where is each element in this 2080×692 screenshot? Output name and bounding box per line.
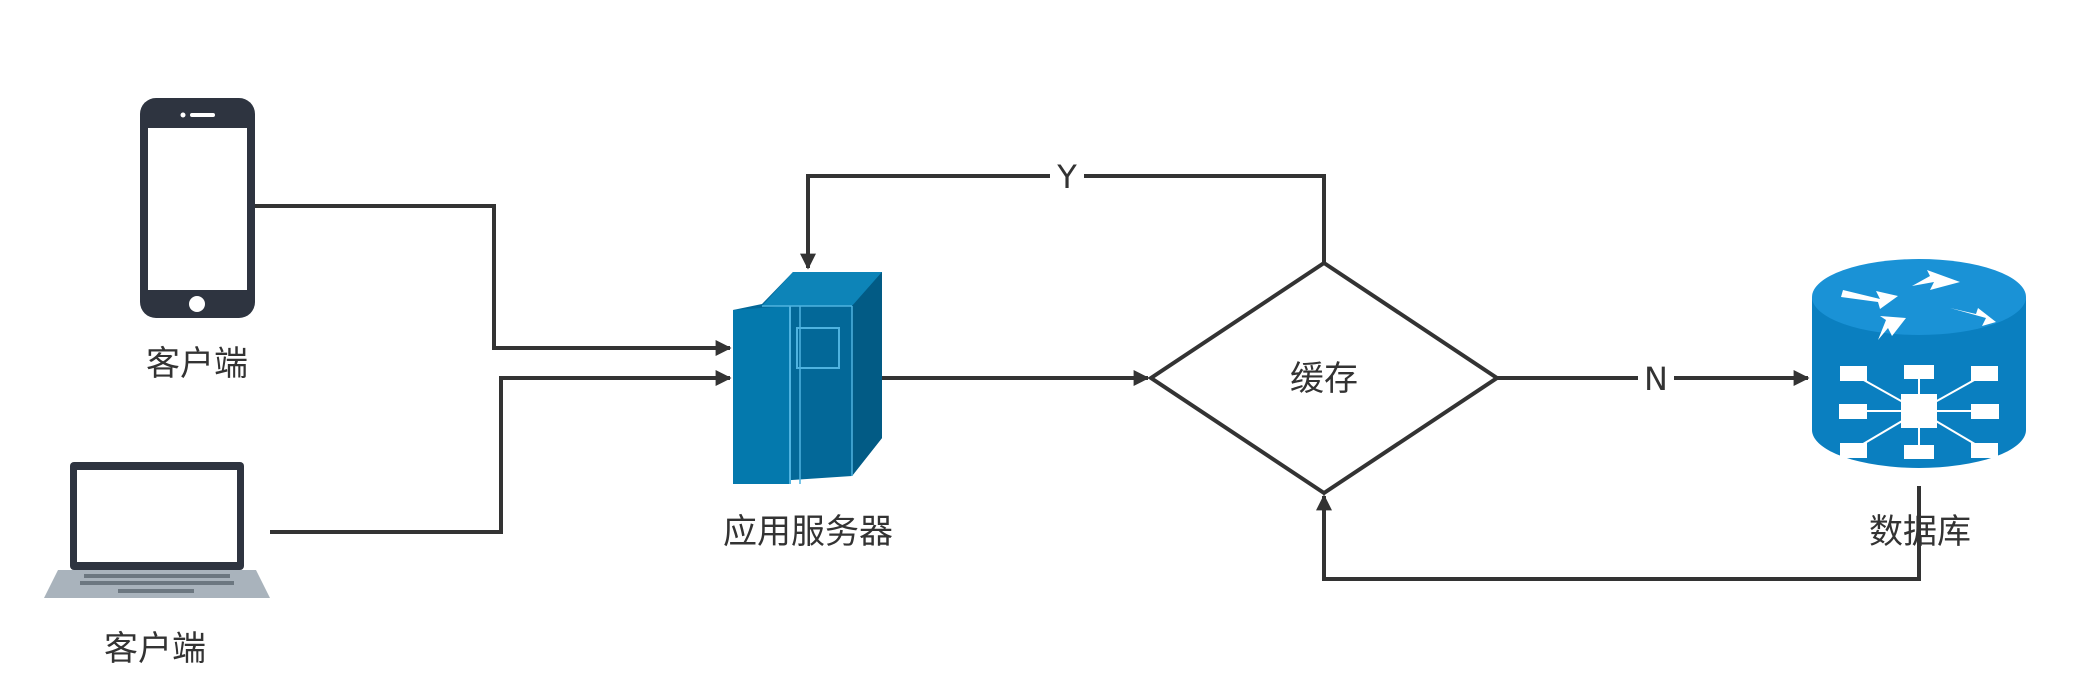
cache-decision-diamond [1147,260,1501,496]
smartphone-icon [140,98,255,318]
edge-label-bg-y [1050,158,1084,194]
edge-phone-to-server [255,204,732,356]
edge-db-to-cache [1316,486,1921,581]
client-laptop-label: 客户端 [104,629,206,669]
app-server-label: 应用服务器 [723,512,893,552]
cache-label: 缓存 [1290,359,1358,399]
database-icon [1812,259,2026,468]
edge-laptop-to-server [270,370,732,534]
server-icon [733,272,882,484]
laptop-icon [44,462,270,598]
edge-label-y: Y [1056,158,1077,196]
edge-label-n: N [1644,360,1668,398]
client-phone-label: 客户端 [146,344,248,384]
edge-label-bg-n [1638,360,1674,396]
